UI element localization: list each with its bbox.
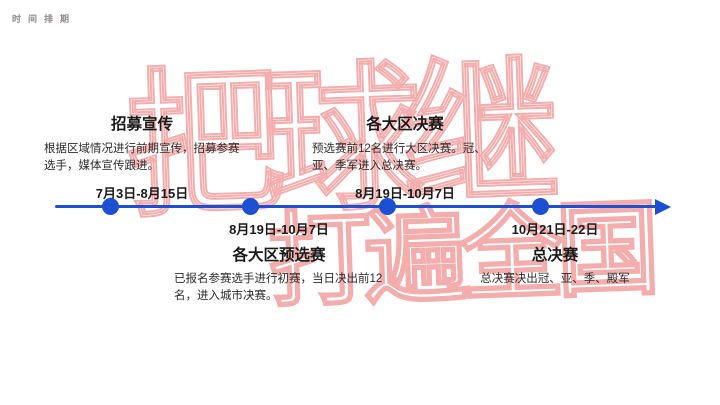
timeline-dot-4 <box>532 198 549 215</box>
milestone-date: 8月19日-10月7日 <box>229 222 329 237</box>
milestone-date: 10月21日-22日 <box>511 222 599 237</box>
milestone-regional-preliminaries: 8月19日-10月7日 各大区预选赛 已报名参赛选手进行初赛，当日决出前12名，… <box>174 219 384 306</box>
milestone-description: 总决赛决出冠、亚、季、殿军 <box>480 273 630 285</box>
milestone-regional-finals: 各大区决赛 预选赛前12名进行大区决赛。冠、亚、季军进入总决赛。 8月19日-1… <box>312 112 498 202</box>
milestone-recruitment: 招募宣传 根据区域情况进行前期宣传，招募参赛选手，媒体宣传跟进。 7月3日-8月… <box>44 112 240 202</box>
milestone-description: 预选赛前12名进行大区决赛。冠、亚、季军进入总决赛。 <box>312 143 486 173</box>
timeline-dot-2 <box>242 198 259 215</box>
timeline-dot-3 <box>379 198 396 215</box>
timeline-axis <box>55 205 658 208</box>
timeline-arrow-icon <box>655 198 671 215</box>
milestone-title: 各大区决赛 <box>366 116 444 133</box>
milestone-title: 招募宣传 <box>110 116 173 133</box>
milestone-date: 8月19日-10月7日 <box>355 185 455 201</box>
milestone-description: 根据区域情况进行前期宣传，招募参赛选手，媒体宣传跟进。 <box>44 143 240 173</box>
page-label: 时间排期 <box>12 14 77 24</box>
milestone-description: 已报名参赛选手进行初赛，当日决出前12名，进入城市决赛。 <box>174 273 383 303</box>
milestone-grand-final: 10月21日-22日 总决赛 总决赛决出冠、亚、季、殿军 <box>460 219 650 288</box>
milestone-date: 7月3日-8月15日 <box>95 185 189 201</box>
milestone-title: 总决赛 <box>531 247 579 264</box>
milestone-title: 各大区预选赛 <box>232 247 326 264</box>
timeline-dot-1 <box>102 198 119 215</box>
